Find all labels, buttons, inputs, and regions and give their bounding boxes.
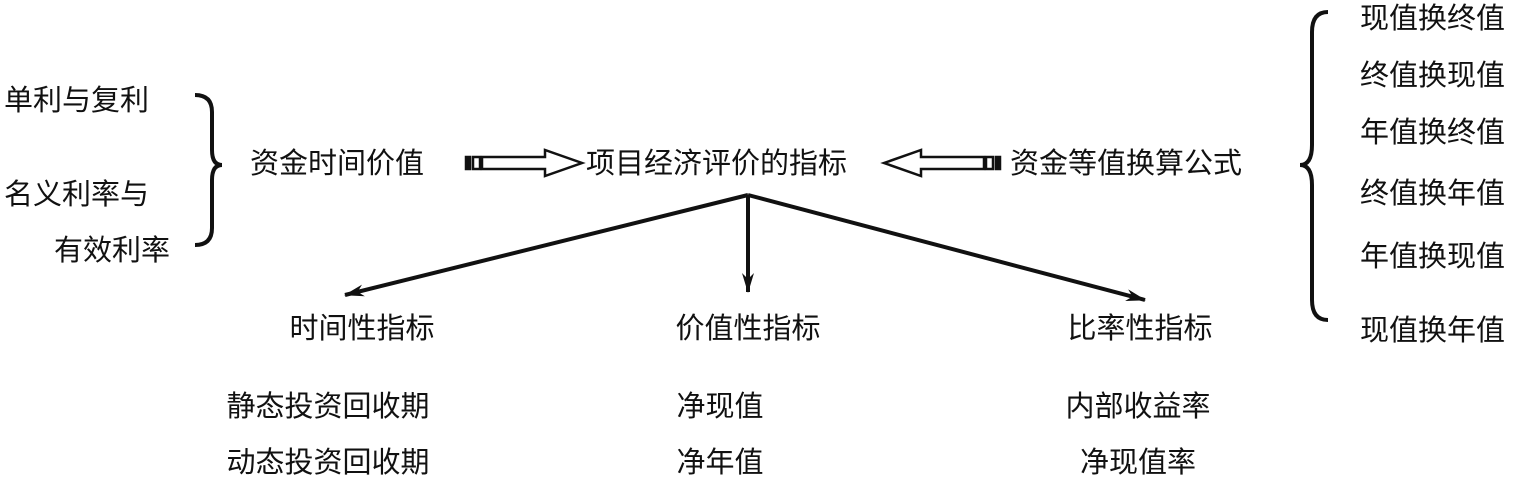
- arrow-to-ratio-indicators: [747, 193, 1146, 302]
- equivalence-formulas: 资金等值换算公式: [1010, 146, 1243, 180]
- indicator-item: 净现值率: [1079, 445, 1197, 479]
- formula-item: 现值换终值: [1360, 1, 1506, 35]
- indicator-item: 净年值: [676, 445, 764, 479]
- effective-rate: 有效利率: [53, 233, 170, 267]
- hollow-arrow-right: [464, 148, 586, 178]
- indicator-item: 净现值: [676, 389, 764, 423]
- arrow-to-time-indicators: [344, 193, 749, 297]
- nominal-rate: 名义利率与: [4, 177, 150, 211]
- formula-item: 终值换现值: [1360, 58, 1506, 92]
- hollow-arrow-left: [880, 148, 1002, 178]
- center-title: 项目经济评价的指标: [586, 146, 848, 180]
- value-indicators-title: 价值性指标: [675, 311, 821, 345]
- time-value-of-money: 资金时间价值: [250, 146, 425, 180]
- formula-item: 年值换现值: [1360, 239, 1506, 273]
- time-indicators-title: 时间性指标: [289, 311, 435, 345]
- formula-item: 终值换年值: [1360, 176, 1506, 210]
- right-brace: [1299, 10, 1329, 322]
- formula-item: 年值换终值: [1360, 115, 1506, 149]
- formula-item: 现值换年值: [1360, 313, 1506, 347]
- indicator-item: 动态投资回收期: [226, 445, 430, 479]
- left-brace: [194, 93, 223, 247]
- ratio-indicators-title: 比率性指标: [1067, 311, 1213, 345]
- indicator-item: 内部收益率: [1065, 389, 1211, 423]
- indicator-item: 静态投资回收期: [226, 389, 430, 423]
- simple-compound-interest: 单利与复利: [4, 83, 150, 117]
